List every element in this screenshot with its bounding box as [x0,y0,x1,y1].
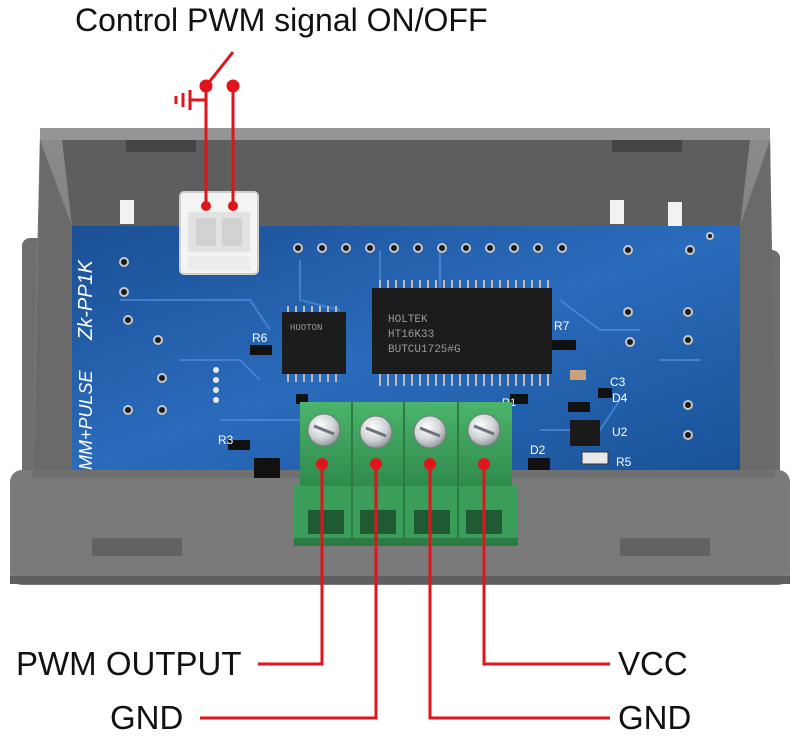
main-chip: HOLTEK HT16K33 BUTCU1725#G [372,280,552,386]
silk-function: MM+PULSE [76,369,96,470]
wiring-overlay [200,86,610,720]
silk-r6: R6 [252,331,268,345]
screw-terminal [294,402,518,546]
silk-r5: R5 [616,455,632,469]
silk-c3: C3 [610,375,626,389]
silk-model: Zk-PP1K [75,258,97,341]
silk-r7: R7 [554,319,570,333]
silk-r3: R3 [218,433,234,447]
small-chip: HUOTON [282,306,346,382]
label-gnd-right: GND [618,699,692,736]
switch-icon [199,51,240,93]
title-caption: Control PWM signal ON/OFF [75,2,488,38]
silk-d2: D2 [530,443,546,457]
screw-heads [307,413,501,449]
chip-line-2: HT16K33 [388,329,434,341]
chip-line-3: BUTCU1725#G [388,344,461,356]
label-gnd-left: GND [110,699,184,736]
silk-u2: U2 [612,425,628,439]
jst-connector [179,191,259,275]
label-pwm-output: PWM OUTPUT [16,645,242,682]
pcb: HOLTEK HT16K33 BUTCU1725#G HUOTON Zk-PP1… [72,226,740,478]
ground-icon [174,90,206,110]
small-chip-label: HUOTON [290,323,322,333]
chip-line-1: HOLTEK [388,314,428,326]
pin-dots [201,201,490,470]
label-vcc: VCC [618,645,688,682]
silk-d4: D4 [612,391,628,405]
